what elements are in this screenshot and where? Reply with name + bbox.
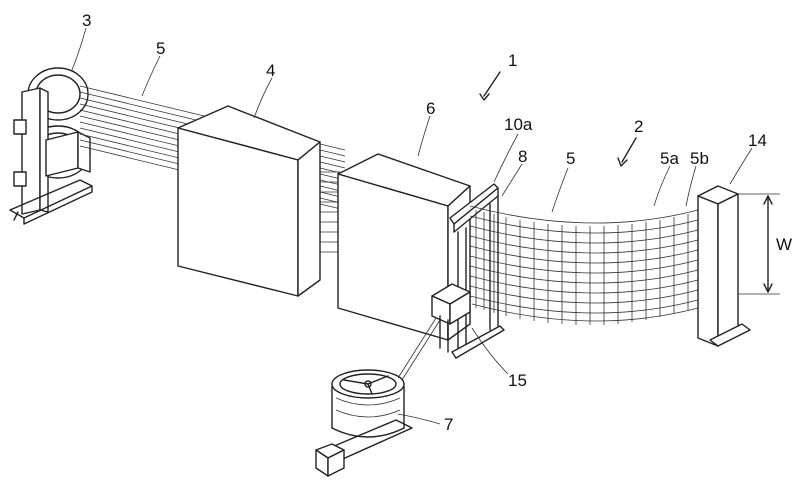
label-w: W — [776, 235, 792, 254]
frame-10a — [449, 183, 505, 359]
label-6: 6 — [426, 99, 435, 118]
reference-numerals: 3 5 4 1 6 10a 8 5 2 5a 5b 14 W 15 7 — [82, 11, 792, 434]
label-10a: 10a — [504, 115, 533, 134]
label-15: 15 — [508, 371, 527, 390]
label-8: 8 — [518, 147, 527, 166]
label-4: 4 — [266, 61, 275, 80]
unit-15 — [431, 283, 471, 353]
label-5-left: 5 — [156, 39, 165, 58]
label-5a: 5a — [660, 149, 679, 168]
label-7: 7 — [444, 415, 453, 434]
width-dimension — [738, 193, 780, 295]
box-4 — [177, 105, 321, 297]
reel-7 — [315, 317, 441, 477]
label-5b: 5b — [690, 149, 709, 168]
end-post-14 — [697, 185, 751, 347]
label-1: 1 — [508, 51, 517, 70]
label-2: 2 — [634, 117, 643, 136]
supply-unit-3 — [9, 67, 93, 225]
mesh-grid — [469, 205, 713, 325]
label-5-mesh: 5 — [566, 149, 575, 168]
label-14: 14 — [748, 131, 767, 150]
label-3: 3 — [82, 11, 91, 30]
leader-lines — [71, 27, 753, 425]
